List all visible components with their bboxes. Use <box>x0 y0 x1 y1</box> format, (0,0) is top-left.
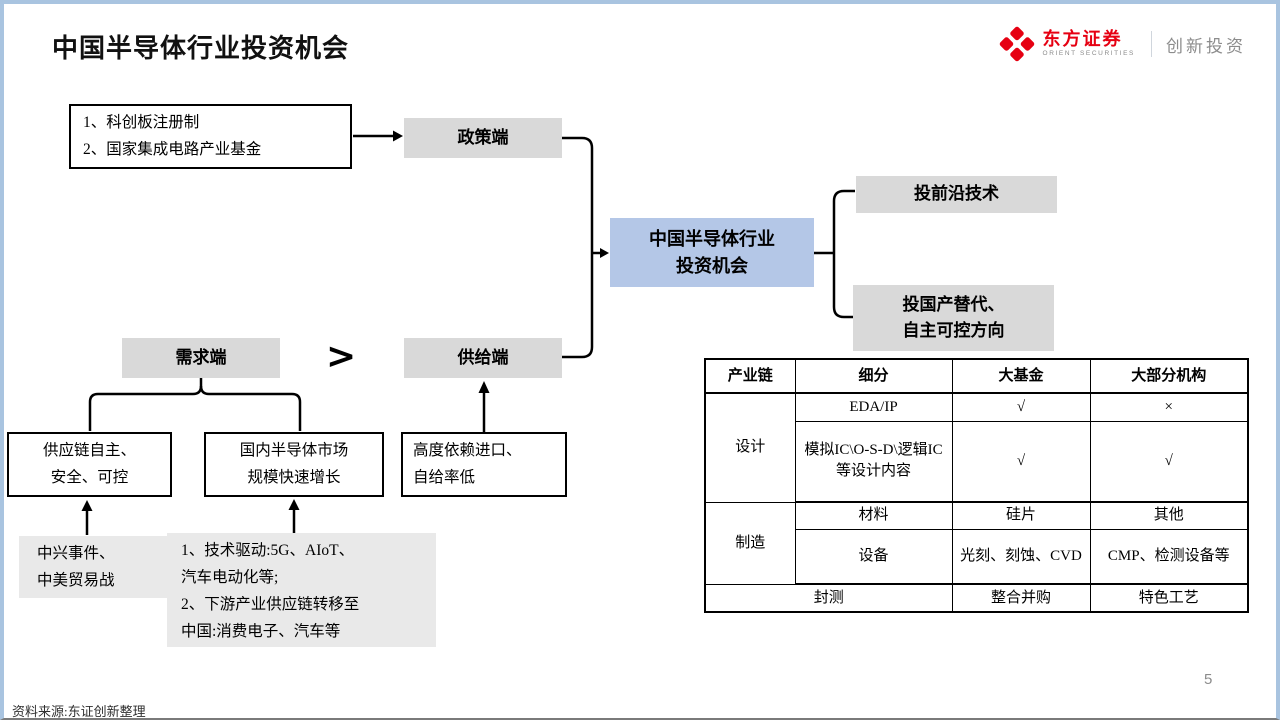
supply-arrowhead <box>478 381 490 393</box>
cell-equipment-fund: 光刻、刻蚀、CVD <box>951 528 1091 585</box>
merge-arrowhead <box>600 248 609 258</box>
zte-note-box: 中兴事件、 中美贸易战 <box>19 536 172 598</box>
cell-ic-fund: √ <box>951 420 1091 503</box>
header-industry-chain: 产业链 <box>704 358 796 394</box>
table-row: 制造 材料 硅片 其他 <box>704 501 1249 585</box>
orient-securities-diamond-icon <box>999 26 1034 62</box>
cell-material-inst: 其他 <box>1089 501 1249 530</box>
policy-tag-box: 政策端 <box>404 118 562 158</box>
industry-chain-table: 产业链 细分 大基金 大部分机构 设计 EDA/IP √ × 模拟IC\O-S-… <box>704 358 1249 613</box>
cell-package-test: 封测 <box>704 583 953 613</box>
cell-equipment-inst: CMP、检测设备等 <box>1089 528 1249 585</box>
brand-logo: 东方证券 ORIENT SECURITIES 创新投资 <box>999 26 1246 62</box>
logo-unit-name: 创新投资 <box>1166 36 1246 56</box>
drivers-note-box: 1、技术驱动:5G、AIoT、 汽车电动化等; 2、下游产业供应链转移至 中国:… <box>167 533 436 647</box>
greater-than-symbol: > <box>326 336 357 377</box>
logo-company-name: 东方证券 <box>1042 29 1123 50</box>
demand-reason2-box: 国内半导体市场 规模快速增长 <box>204 432 384 497</box>
table-row: 封测 整合并购 特色工艺 <box>704 583 1249 613</box>
cell-equipment: 设备 <box>794 528 953 585</box>
header-big-fund: 大基金 <box>951 358 1091 394</box>
cell-material-fund: 硅片 <box>951 501 1091 530</box>
cell-design: 设计 <box>704 392 796 503</box>
cell-manufacture: 制造 <box>704 501 796 585</box>
page-number: 5 <box>1204 671 1213 688</box>
drivers-arrowhead <box>288 499 300 510</box>
cell-eda-ip: EDA/IP <box>794 392 953 422</box>
page-title: 中国半导体行业投资机会 <box>52 34 350 63</box>
cell-eda-inst: × <box>1089 392 1249 422</box>
demand-split-right <box>199 385 302 431</box>
header-most-institutions: 大部分机构 <box>1089 358 1249 394</box>
cell-package-fund: 整合并购 <box>951 583 1091 613</box>
invest-domestic-box: 投国产替代、 自主可控方向 <box>853 285 1054 351</box>
policy-input-box: 1、科创板注册制 2、国家集成电路产业基金 <box>69 104 352 169</box>
demand-split-left <box>88 378 203 431</box>
cell-material: 材料 <box>794 501 953 530</box>
cell-ic-inst: √ <box>1089 420 1249 503</box>
logo-wordmark: 东方证券 ORIENT SECURITIES <box>1043 30 1135 58</box>
cell-eda-fund: √ <box>951 392 1091 422</box>
logo-divider <box>1151 31 1152 57</box>
table-row: 设计 EDA/IP √ × <box>704 392 1249 503</box>
merge-bracket <box>562 136 594 359</box>
header-segment: 细分 <box>794 358 953 394</box>
source-note: 资料来源:东证创新整理 <box>12 704 146 719</box>
invest-frontier-box: 投前沿技术 <box>856 176 1057 213</box>
supply-reason-box: 高度依赖进口、 自给率低 <box>401 432 567 497</box>
policy-arrowhead <box>393 130 403 142</box>
center-opportunity-box: 中国半导体行业 投资机会 <box>610 218 814 287</box>
demand-tag-box: 需求端 <box>122 338 280 378</box>
zte-arrowhead <box>81 500 93 511</box>
table-row: 设备 光刻、刻蚀、CVD CMP、检测设备等 <box>705 528 1249 585</box>
logo-company-name-en: ORIENT SECURITIES <box>1042 50 1135 58</box>
table-header-row: 产业链 细分 大基金 大部分机构 <box>704 358 1249 394</box>
table-row: 模拟IC\O-S-D\逻辑IC等设计内容 √ √ <box>705 420 1249 503</box>
split-bracket <box>832 189 855 319</box>
cell-package-inst: 特色工艺 <box>1089 583 1249 613</box>
demand-reason1-box: 供应链自主、 安全、可控 <box>7 432 172 497</box>
cell-ic-design: 模拟IC\O-S-D\逻辑IC等设计内容 <box>794 420 953 503</box>
supply-tag-box: 供给端 <box>404 338 562 378</box>
